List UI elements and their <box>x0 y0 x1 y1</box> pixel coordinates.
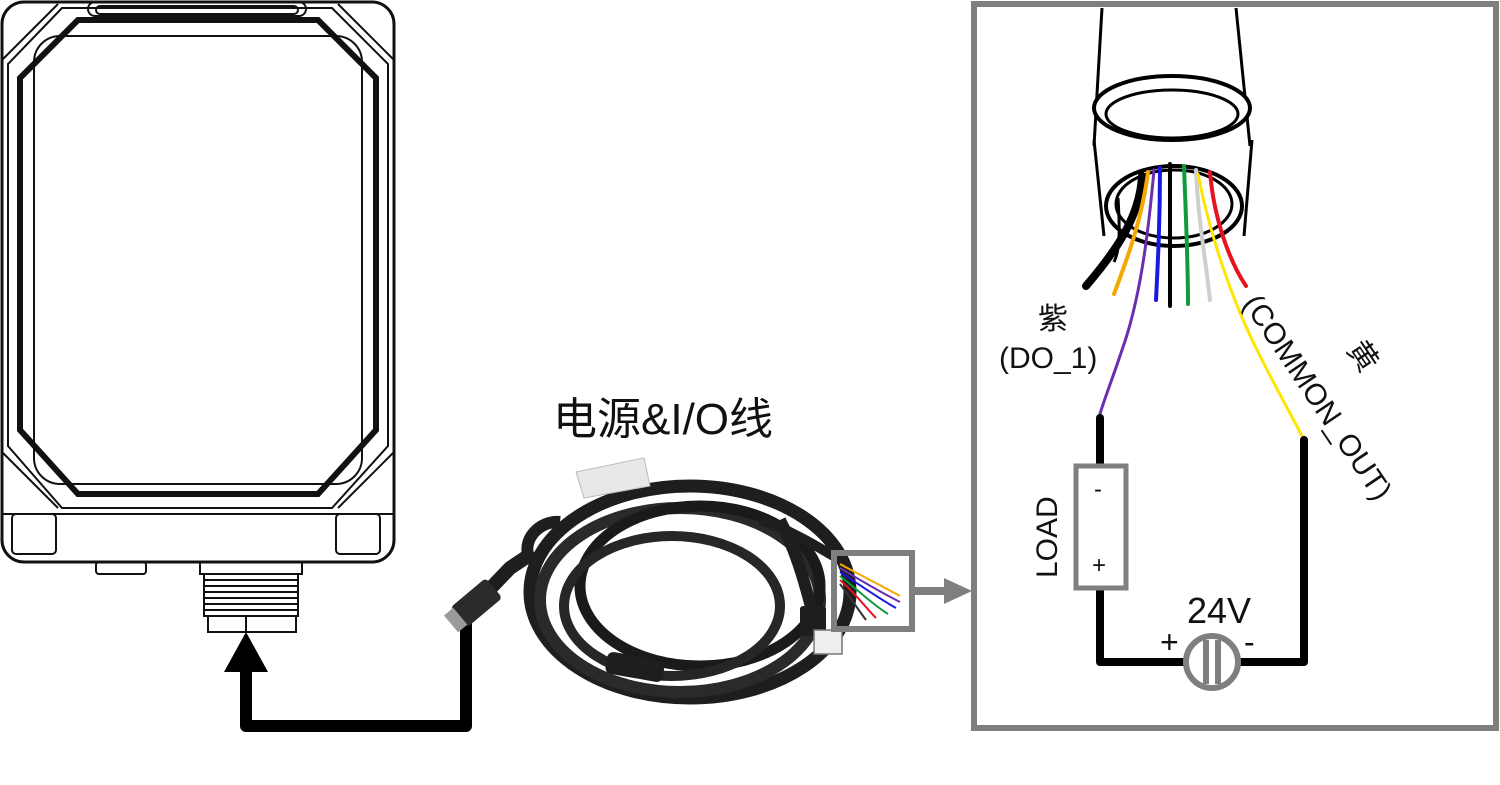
wire-red <box>1208 170 1248 288</box>
load-circuit <box>1096 414 1308 666</box>
purple-wire-color-label: 紫 <box>1038 303 1068 336</box>
wire-black-left <box>1082 172 1146 290</box>
zoom-arrow <box>912 578 972 604</box>
voltage-source-symbol <box>1183 633 1241 691</box>
cable-sheath-drawing <box>1092 7 1254 263</box>
wire-green <box>1182 164 1190 306</box>
coiled-cable-image <box>443 457 901 705</box>
wire-purple <box>1098 168 1156 416</box>
connection-arrow <box>224 620 472 732</box>
load-box <box>1073 463 1129 591</box>
supply-voltage-label: 24V <box>1187 590 1252 631</box>
load-minus-terminal: - <box>1094 476 1102 503</box>
wire-yellow <box>1196 172 1304 438</box>
supply-plus-terminal: + <box>1160 624 1179 660</box>
cable-title-label: 电源&I/O线 <box>553 395 774 444</box>
supply-minus-terminal: - <box>1244 624 1255 660</box>
load-plus-terminal: + <box>1092 552 1107 579</box>
wire-white <box>1194 168 1212 302</box>
purple-wire-signal-label: (DO_1) <box>999 342 1098 375</box>
wire-blue <box>1154 166 1162 302</box>
detail-panel-frame <box>971 1 1499 731</box>
wire-bundle <box>1082 162 1304 438</box>
vision-device-drawing <box>0 0 396 633</box>
load-label: LOAD <box>1031 496 1064 578</box>
wire-orange <box>1112 170 1150 296</box>
